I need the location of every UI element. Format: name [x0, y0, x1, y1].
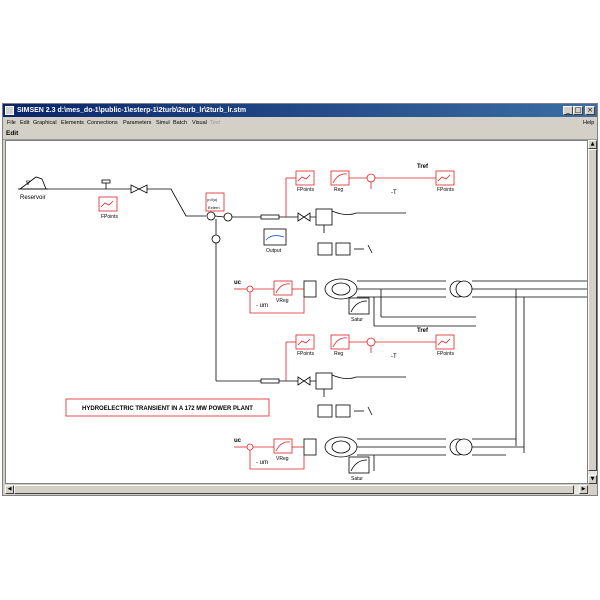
menu-text: Text: [210, 120, 221, 126]
upper-uc-label: uc: [234, 280, 242, 286]
lower-valve[interactable]: [297, 376, 311, 386]
tee-junction[interactable]: [206, 211, 233, 244]
hydro-diagram: Reservoir ∇ FPoints y=f(u) Extern Output…: [18, 164, 587, 482]
lower-tref-fpoints-label: FPoints: [437, 351, 454, 357]
lower-satur-block[interactable]: [348, 456, 370, 474]
scroll-left-button[interactable]: ◀: [5, 485, 14, 494]
upper-tref-label: Tref: [417, 164, 429, 170]
maximize-button[interactable]: □: [573, 106, 583, 115]
edit-mode-label: Edit: [6, 130, 19, 137]
menu-help[interactable]: Help: [583, 120, 595, 126]
lower-tref-label: Tref: [417, 328, 429, 334]
upper-generator[interactable]: [303, 278, 358, 300]
lower-tref-block[interactable]: [435, 334, 455, 350]
mode-toolbar: Edit: [3, 128, 597, 140]
extern-block[interactable]: [205, 192, 225, 212]
vertical-scroll-thumb[interactable]: [588, 149, 597, 471]
menu-elements[interactable]: Elements: [61, 120, 84, 126]
upper-turbine[interactable]: [315, 208, 357, 233]
lower-fpoints-block[interactable]: [295, 334, 315, 350]
upper-fpoints-block[interactable]: [295, 170, 315, 186]
menu-edit[interactable]: Edit: [20, 120, 30, 126]
upper-load-icons[interactable]: [317, 242, 373, 256]
lower-transformer[interactable]: [449, 438, 473, 456]
scroll-up-button[interactable]: ▲: [588, 140, 597, 149]
lower-load-icons[interactable]: [317, 404, 373, 418]
upper-reg-block[interactable]: [330, 170, 350, 186]
output-block[interactable]: [263, 228, 287, 246]
close-button[interactable]: ×: [585, 106, 595, 115]
upper-reg-label: Reg: [334, 187, 343, 193]
scroll-down-button[interactable]: ▼: [588, 475, 597, 484]
lower-generator[interactable]: [303, 436, 358, 458]
upper-vreg-label: VReg: [276, 298, 289, 304]
menu-simul[interactable]: Simul: [156, 120, 170, 126]
menu-batch[interactable]: Batch: [173, 120, 188, 126]
vertical-scrollbar[interactable]: ▲ ▼: [588, 140, 597, 484]
horizontal-scroll-thumb[interactable]: [14, 485, 574, 494]
lower-turbine[interactable]: [315, 372, 357, 397]
banner-box: [65, 398, 270, 417]
scroll-right-button[interactable]: ▶: [579, 485, 588, 494]
extern-formula: y=f(u): [207, 197, 218, 202]
lower-vreg-label: VReg: [276, 456, 289, 462]
lower-fpoints-label: FPoints: [297, 351, 314, 357]
upper-valve[interactable]: [297, 212, 311, 222]
extern-label: Extern: [208, 205, 220, 210]
menu-graphical[interactable]: Graphical: [33, 120, 57, 126]
upper-minus-um-label: - um: [256, 303, 268, 309]
output-label: Output: [266, 248, 282, 254]
lower-reg-block[interactable]: [330, 334, 350, 350]
menu-bar: File Edit Graphical Elements Connections…: [3, 118, 597, 128]
lower-vreg-block[interactable]: [273, 438, 293, 454]
lower-reg-label: Reg: [334, 351, 343, 357]
upper-minus-t-label: -T: [391, 190, 397, 196]
upper-fpoints-label: FPoints: [297, 187, 314, 193]
upper-tref-block[interactable]: [435, 170, 455, 186]
surge-tank[interactable]: [101, 179, 111, 189]
lower-uc-label: uc: [234, 438, 242, 444]
reservoir-fpoints-label: FPoints: [101, 214, 118, 220]
menu-visual[interactable]: Visual: [192, 120, 207, 126]
horizontal-scrollbar[interactable]: ◀ ▶: [5, 485, 588, 494]
lower-satur-label: Satur: [351, 476, 363, 482]
menu-connections[interactable]: Connections: [87, 120, 118, 126]
upper-satur-label: Satur: [351, 317, 363, 323]
reservoir-symbol[interactable]: [18, 176, 141, 190]
lower-minus-um-label: - um: [256, 460, 268, 466]
upper-satur-block[interactable]: [348, 297, 370, 315]
menu-file[interactable]: File: [7, 120, 16, 126]
water-level-symbol: ∇: [25, 180, 31, 187]
reservoir-fpoints-block[interactable]: [98, 196, 118, 212]
menu-parameters[interactable]: Parameters: [123, 120, 152, 126]
upper-transformer[interactable]: [449, 280, 473, 298]
upper-tref-fpoints-label: FPoints: [437, 187, 454, 193]
title-bar[interactable]: SIMSEN 2.3 d:\mes_do-1\public-1\esterp-1…: [3, 104, 597, 117]
app-icon[interactable]: [5, 106, 14, 115]
minimize-button[interactable]: _: [563, 106, 573, 115]
window-title: SIMSEN 2.3 d:\mes_do-1\public-1\esterp-1…: [17, 107, 247, 114]
reservoir-label: Reservoir: [20, 195, 46, 201]
lower-minus-t-label: -T: [391, 354, 397, 360]
diagram-canvas[interactable]: Reservoir ∇ FPoints y=f(u) Extern Output…: [5, 140, 588, 484]
upper-vreg-block[interactable]: [273, 280, 293, 296]
simsen-window: SIMSEN 2.3 d:\mes_do-1\public-1\esterp-1…: [2, 103, 598, 496]
diagram-banner-text: HYDROELECTRIC TRANSIENT IN A 172 MW POWE…: [82, 406, 253, 412]
inlet-valve[interactable]: [130, 184, 148, 194]
